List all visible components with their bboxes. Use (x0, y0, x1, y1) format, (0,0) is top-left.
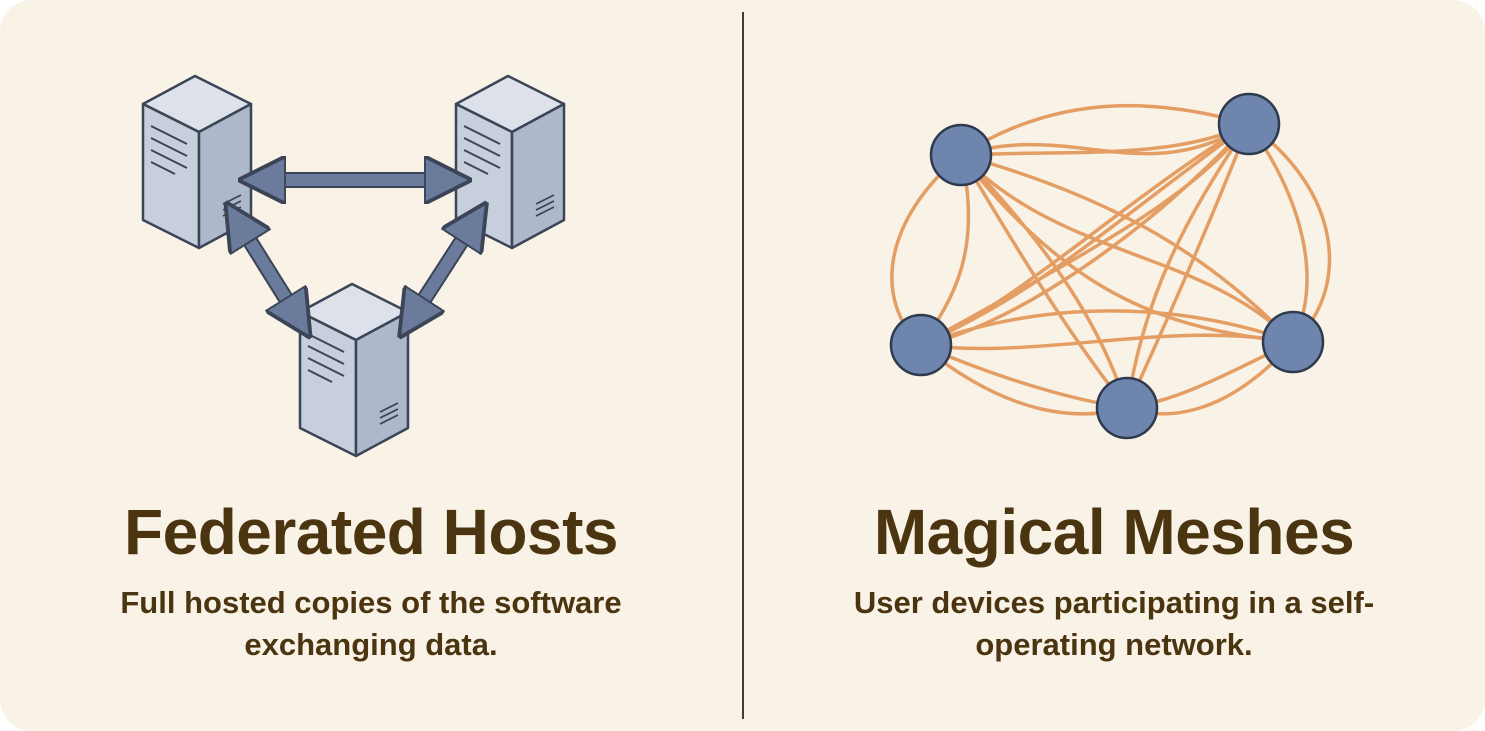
double-arrow-icon (238, 222, 298, 318)
server-icon (141, 74, 253, 250)
server-icon (298, 282, 410, 458)
federated-caption: Full hosted copies of the software excha… (120, 585, 622, 662)
mesh-panel: Magical Meshes User devices participatin… (743, 0, 1485, 731)
mesh-node-icon (1095, 376, 1159, 440)
mesh-node-icon (1217, 92, 1281, 156)
mesh-nodes (889, 92, 1325, 440)
federated-panel: Federated Hosts Full hosted copies of th… (0, 0, 742, 731)
mesh-illustration (889, 92, 1332, 440)
panel-divider (742, 12, 744, 719)
double-arrow-icon (412, 222, 474, 318)
mesh-node-icon (1261, 310, 1325, 374)
mesh-links (890, 103, 1332, 416)
federated-title: Federated Hosts (124, 496, 618, 568)
mesh-caption: User devices participating in a self-ope… (853, 585, 1375, 662)
mesh-title: Magical Meshes (873, 496, 1355, 568)
federated-illustration (141, 74, 566, 458)
mesh-node-icon (889, 313, 953, 377)
mesh-node-icon (929, 123, 993, 187)
